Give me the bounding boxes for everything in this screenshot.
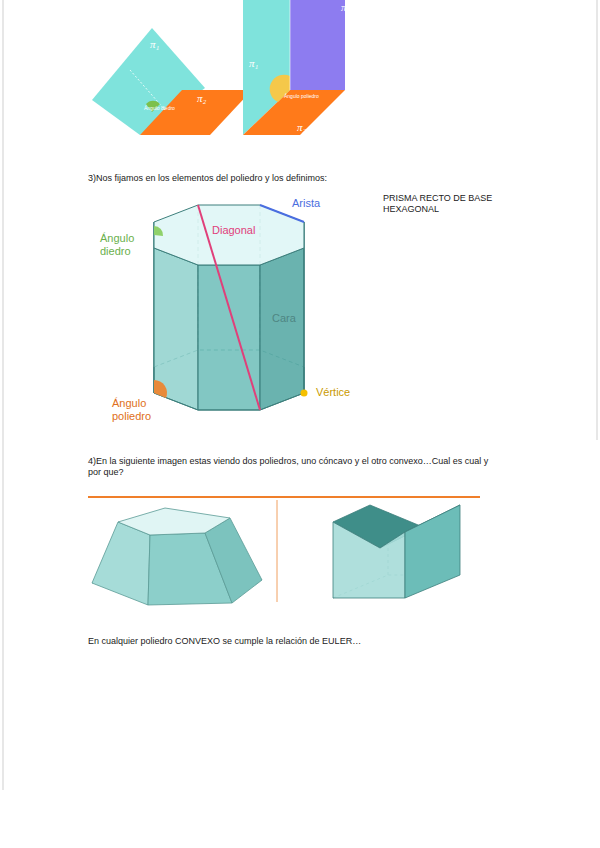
plane (243, 90, 345, 135)
figure-title: PRISMA RECTO DE BASE HEXAGONAL (383, 193, 508, 215)
top-face (118, 508, 230, 535)
face (333, 522, 405, 598)
part-label: Diagonal (212, 224, 255, 237)
face (92, 522, 150, 605)
part-label: Ángulo diedro (100, 232, 150, 258)
edge (290, 0, 291, 90)
body-text: En cualquier poliedro CONVEXO se cumple … (88, 636, 518, 647)
diagonal-line (198, 205, 260, 410)
face (198, 265, 260, 410)
face (260, 248, 304, 410)
plane-label: π₁ (150, 38, 159, 51)
vertex-dot (301, 390, 308, 397)
angle-label: Ángulo diedro (144, 105, 184, 111)
angle-mark (154, 380, 167, 398)
face (205, 518, 262, 603)
plane-label: π₂ (197, 92, 206, 105)
section-heading: 3)Nos fijamos en los elementos del polie… (88, 173, 508, 184)
plane-label: π₁ (249, 57, 258, 70)
plane (140, 90, 252, 135)
top-face (154, 205, 304, 265)
part-label: Ángulo poliedro (112, 397, 167, 423)
convex-polyhedron (92, 508, 262, 605)
edge (154, 367, 304, 410)
angle-mark (154, 226, 163, 236)
plane-label: π₂ (297, 121, 306, 134)
face (405, 505, 460, 598)
page-border (597, 0, 598, 440)
face (154, 248, 198, 410)
page-border (3, 0, 4, 790)
dihedral-figure (92, 28, 252, 135)
prism-figure (154, 205, 308, 410)
divider-line (88, 496, 480, 498)
concave-polyhedron (333, 505, 460, 598)
section-heading: 4)En la siguiente imagen estas viendo do… (88, 456, 498, 478)
part-label: Vértice (316, 386, 350, 399)
part-label: Cara (272, 312, 296, 325)
plane-label: π₃ (341, 1, 350, 14)
plane (290, 0, 345, 90)
polyhedral-figure (243, 0, 345, 135)
divider-line (277, 500, 278, 602)
angle-label: Ángulo poliedro (284, 93, 329, 99)
part-label: Arista (292, 197, 320, 210)
